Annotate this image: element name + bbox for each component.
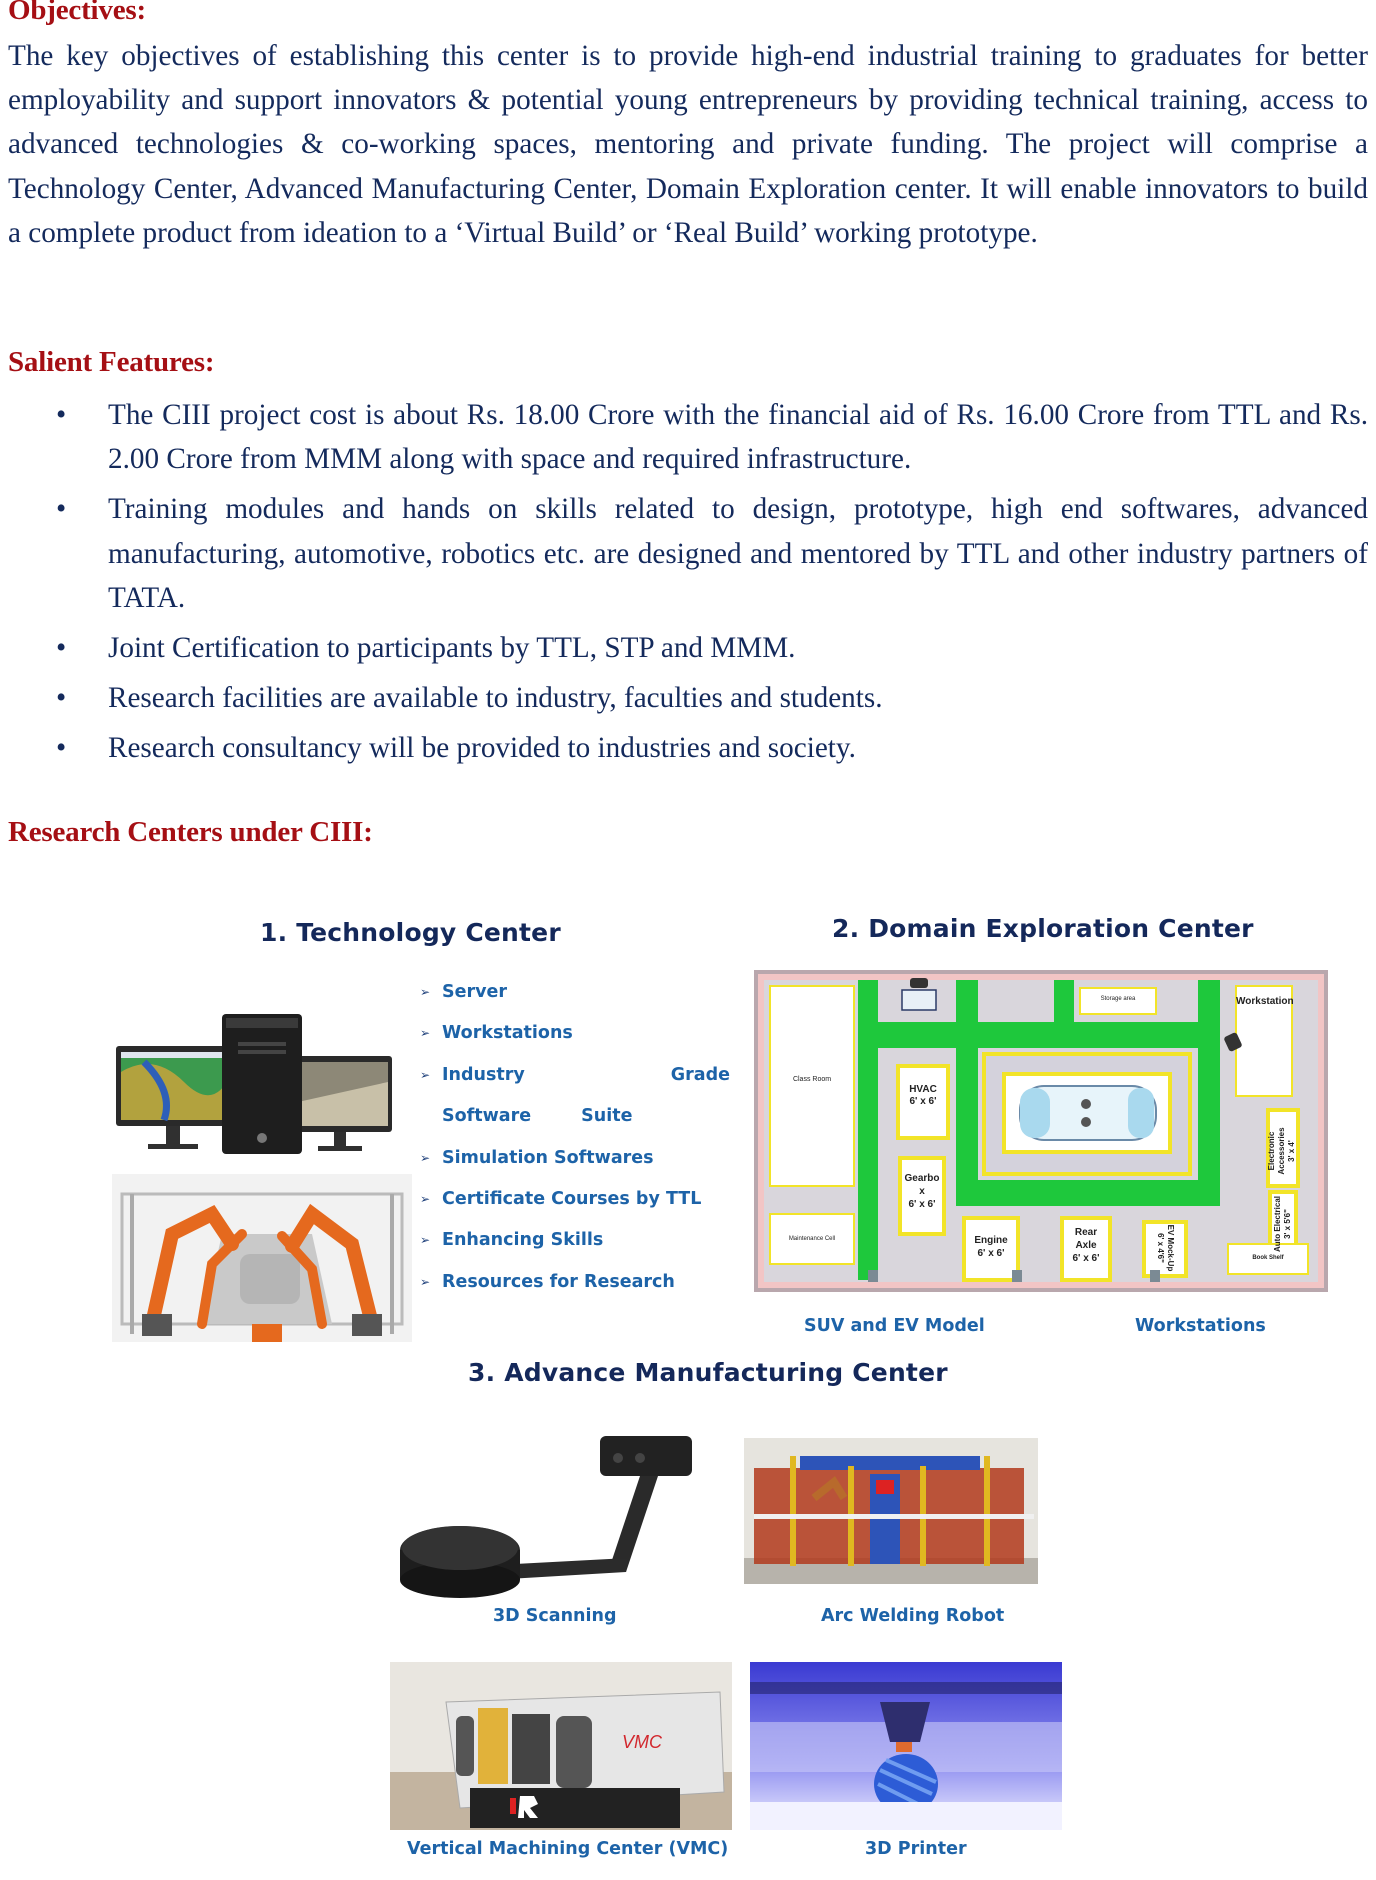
advance-manufacturing-center-title: 3. Advance Manufacturing Center	[468, 1358, 948, 1387]
arrow-bullet-icon: ➢	[420, 1067, 431, 1082]
tech-list-item: ➢ Enhancing Skills	[420, 1220, 730, 1261]
3d-scanner-image	[396, 1432, 712, 1600]
arc-welding-cell-illustration	[744, 1438, 1038, 1584]
workstation-label: Workstation	[1236, 996, 1294, 1007]
objectives-heading: Objectives:	[8, 0, 146, 26]
robot-assembly-illustration	[112, 1174, 412, 1342]
vmc-machine-text: VMC	[622, 1732, 662, 1752]
tech-item-text: Workstations	[442, 1023, 573, 1044]
arrow-bullet-icon: ➢	[420, 1274, 431, 1289]
ev-text: EV	[1166, 1224, 1175, 1236]
tech-item-text: Server	[442, 982, 508, 1002]
arrow-bullet-icon: ➢	[420, 1233, 431, 1248]
gearbox-size: 6' x 6'	[908, 1199, 936, 1210]
workstations-caption: Workstations	[1135, 1316, 1266, 1336]
arc-welding-robot-image	[744, 1438, 1038, 1584]
maintenance-cell-label: Maintenance Cell	[788, 1236, 836, 1242]
gearbox-name: Gearbo	[904, 1173, 940, 1184]
bullet-icon: •	[56, 732, 67, 765]
gearbox-label: Gearbo x 6' x 6'	[900, 1172, 944, 1211]
robotic-assembly-image	[112, 1174, 412, 1342]
feature-item: • Research facilities are available to in…	[0, 676, 1368, 720]
tech-item-text: Simulation Softwares	[442, 1147, 654, 1168]
feature-text: The CIII project cost is about Rs. 18.00…	[108, 399, 1368, 476]
technology-center-title: 1. Technology Center	[260, 918, 561, 947]
salient-features-list: • The CIII project cost is about Rs. 18.0…	[0, 393, 1368, 777]
feature-text: Research facilities are available to ind…	[108, 682, 883, 715]
workstation-illustration	[116, 1014, 392, 1154]
3d-printer-illustration	[750, 1662, 1062, 1830]
tech-item-text: Enhancing Skills	[442, 1230, 604, 1251]
feature-item: • Research consultancy will be provided t…	[0, 726, 1368, 770]
bullet-icon: •	[56, 493, 67, 526]
book-shelf-label: Book Shelf	[1252, 1255, 1284, 1261]
arc-welding-robot-caption: Arc Welding Robot	[821, 1606, 1005, 1626]
feature-text: Joint Certification to participants by T…	[108, 632, 796, 665]
rear-axle-label: Rear Axle 6' x 6'	[1062, 1226, 1110, 1265]
rear-axle-name: Rear	[1074, 1227, 1098, 1238]
3d-scanner-illustration	[400, 1436, 692, 1598]
feature-text: Research consultancy will be provided to…	[108, 732, 856, 765]
3d-scanning-caption: 3D Scanning	[493, 1606, 617, 1626]
bullet-icon: •	[56, 632, 67, 665]
tech-list-item: ➢ Resources for Research	[420, 1262, 730, 1303]
engine-name: Engine	[974, 1235, 1008, 1246]
tech-list-item: ➢ Industry Grade Software Suite	[420, 1055, 730, 1138]
bullet-icon: •	[56, 682, 67, 715]
ev-mock-text: Mock-	[1166, 1237, 1175, 1261]
electronic-accessories-size: 3' x 4'	[1287, 1140, 1296, 1162]
floor-plan-drawing	[758, 974, 1324, 1288]
class-room-label: Class Room	[792, 1076, 832, 1083]
vmc-caption: Vertical Machining Center (VMC)	[407, 1839, 729, 1859]
engine-label: Engine 6' x 6'	[964, 1234, 1018, 1260]
tech-item-text: Certificate Courses by TTL	[442, 1189, 702, 1210]
hvac-label: HVAC 6' x 6'	[898, 1084, 948, 1108]
bullet-icon: •	[56, 399, 67, 431]
auto-electrical-label: Auto Electrical 3' x 5'6"	[1273, 1191, 1293, 1257]
hvac-name: HVAC	[909, 1084, 937, 1095]
ev-mockup-size: 6' x 4'6"	[1156, 1233, 1165, 1263]
floor-plan: Class Room Maintenance Cell Storage area…	[754, 970, 1328, 1292]
arrow-bullet-icon: ➢	[420, 1026, 431, 1041]
rear-axle-size: 6' x 6'	[1072, 1253, 1100, 1264]
feature-text: Training modules and hands on skills rel…	[108, 493, 1368, 614]
arrow-bullet-icon: ➢	[420, 1150, 431, 1165]
ev-mockup-label: EV Mock-Up 6' x 4'6"	[1155, 1219, 1175, 1277]
feature-item: • The CIII project cost is about Rs. 18.0…	[0, 393, 1368, 481]
arrow-bullet-icon: ➢	[420, 1192, 431, 1207]
vmc-illustration	[390, 1662, 732, 1830]
electronic-accessories-label: Electronic Accessories 3' x 4'	[1267, 1113, 1297, 1189]
electronic-text: Electronic	[1267, 1131, 1276, 1171]
storage-area-label: Storage area	[1100, 996, 1136, 1002]
workstation-image	[114, 1012, 396, 1158]
domain-exploration-center-title: 2. Domain Exploration Center	[832, 914, 1254, 943]
salient-features-heading: Salient Features:	[8, 346, 215, 378]
gearbox-name-cont: x	[919, 1186, 925, 1197]
tech-item-text: Industry Grade Software Suite	[442, 1064, 730, 1127]
3d-printer-image	[750, 1662, 1062, 1830]
accessories-text: Accessories	[1277, 1127, 1286, 1175]
vmc-image: VMC	[390, 1662, 732, 1830]
suv-ev-model-caption: SUV and EV Model	[804, 1316, 985, 1336]
tech-list-item: ➢ Certificate Courses by TTL	[420, 1179, 730, 1220]
rear-axle-name-cont: Axle	[1075, 1240, 1097, 1251]
tech-item-text: Resources for Research	[442, 1271, 675, 1292]
technology-center-list: ➢ Server ➢ Workstations ➢ Industry Grade So…	[420, 972, 730, 1303]
arrow-bullet-icon: ➢	[420, 985, 431, 999]
feature-item: • Training modules and hands on skills re…	[0, 487, 1368, 620]
feature-item: • Joint Certification to participants by …	[0, 626, 1368, 670]
research-centers-heading: Research Centers under CIII:	[8, 816, 373, 848]
3d-printer-caption: 3D Printer	[865, 1839, 967, 1859]
tech-list-item: ➢ Workstations	[420, 1013, 730, 1054]
tech-list-item: ➢ Server	[420, 972, 730, 1013]
engine-size: 6' x 6'	[977, 1248, 1005, 1259]
hvac-size: 6' x 6'	[909, 1096, 937, 1107]
ev-up-text: Up	[1166, 1260, 1175, 1272]
auto-electrical-text: Auto Electrical	[1273, 1196, 1282, 1253]
auto-electrical-size: 3' x 5'6"	[1283, 1209, 1292, 1239]
tech-list-item: ➢ Simulation Softwares	[420, 1138, 730, 1179]
objectives-paragraph: The key objectives of establishing this …	[8, 40, 1368, 249]
